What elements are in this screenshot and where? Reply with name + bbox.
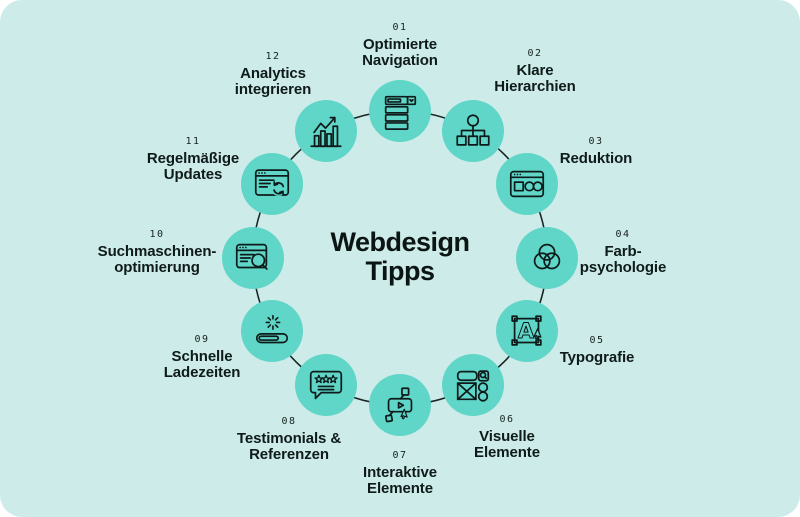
- node-testimonials-referenzen: [295, 354, 357, 416]
- item-number: 06: [499, 414, 515, 425]
- item-title: Typografie: [559, 349, 635, 366]
- item-title: Testimonials & Referenzen: [236, 430, 342, 463]
- item-title: Schnelle Ladezeiten: [163, 348, 241, 381]
- item-number: 07: [392, 450, 408, 461]
- node-typografie: A: [496, 300, 558, 362]
- item-number: 12: [265, 51, 281, 62]
- item-label-07: 07 Interaktive Elemente: [363, 450, 437, 497]
- node-optimierte-navigation: [369, 80, 431, 142]
- hierarchy-icon: [456, 114, 490, 146]
- node-interaktive-elemente: [369, 374, 431, 436]
- browser-refresh-icon: [254, 169, 290, 196]
- item-title: Visuelle Elemente: [474, 428, 540, 461]
- svg-text:A: A: [518, 319, 535, 343]
- item-number: 03: [588, 136, 604, 147]
- item-label-01: 01 Optimierte Navigation: [362, 22, 438, 69]
- item-label-08: 08 Testimonials & Referenzen: [237, 416, 341, 463]
- item-label-04: 04 Farb- psychologie: [579, 229, 667, 276]
- loading-bar-icon: [255, 314, 289, 344]
- item-label-12: 12 Analytics integrieren: [234, 51, 312, 98]
- item-number: 11: [185, 136, 201, 147]
- browser-search-icon: [235, 243, 268, 270]
- item-number: 10: [149, 229, 165, 240]
- item-title: Klare Hierarchien: [494, 62, 576, 95]
- item-label-03: 03 Reduktion: [559, 136, 633, 167]
- venn-circles-icon: [533, 243, 561, 270]
- flowchart-play-icon: [384, 387, 413, 423]
- review-bubble-icon: [309, 370, 343, 400]
- node-klare-hierarchien: [442, 100, 504, 162]
- item-number: 09: [194, 334, 210, 345]
- item-number: 02: [527, 48, 543, 59]
- item-number: 04: [615, 229, 631, 240]
- wireframe-icon: [456, 370, 490, 402]
- item-label-06: 06 Visuelle Elemente: [474, 414, 540, 461]
- item-title: Optimierte Navigation: [362, 36, 438, 69]
- node-suchmaschinenoptimierung: [222, 227, 284, 289]
- node-regelmaessige-updates: [241, 153, 303, 215]
- item-title: Farb- psychologie: [579, 243, 667, 276]
- letter-selection-icon: A: [511, 315, 542, 346]
- item-title: Analytics integrieren: [234, 65, 312, 98]
- node-analytics-integrieren: [295, 100, 357, 162]
- item-number: 08: [281, 416, 297, 427]
- item-label-02: 02 Klare Hierarchien: [494, 48, 576, 95]
- item-number: 05: [589, 335, 605, 346]
- bar-chart-icon: [310, 116, 342, 148]
- item-title: Suchmaschinen- optimierung: [97, 243, 217, 276]
- item-title: Reduktion: [559, 150, 633, 167]
- node-visuelle-elemente: [442, 354, 504, 416]
- page-title: Webdesign Tipps: [330, 227, 470, 286]
- item-number: 01: [392, 22, 408, 33]
- browser-shapes-icon: [509, 170, 545, 198]
- item-title: Regelmäßige Updates: [146, 150, 240, 183]
- navigation-menu-icon: [384, 95, 417, 130]
- item-label-09: 09 Schnelle Ladezeiten: [164, 334, 241, 381]
- node-reduktion: [496, 153, 558, 215]
- item-title: Interaktive Elemente: [363, 464, 437, 497]
- node-schnelle-ladezeiten: [241, 300, 303, 362]
- node-farbpsychologie: [516, 227, 578, 289]
- item-label-05: 05 Typografie: [560, 335, 635, 366]
- item-label-10: 10 Suchmaschinen- optimierung: [98, 229, 217, 276]
- item-label-11: 11 Regelmäßige Updates: [147, 136, 239, 183]
